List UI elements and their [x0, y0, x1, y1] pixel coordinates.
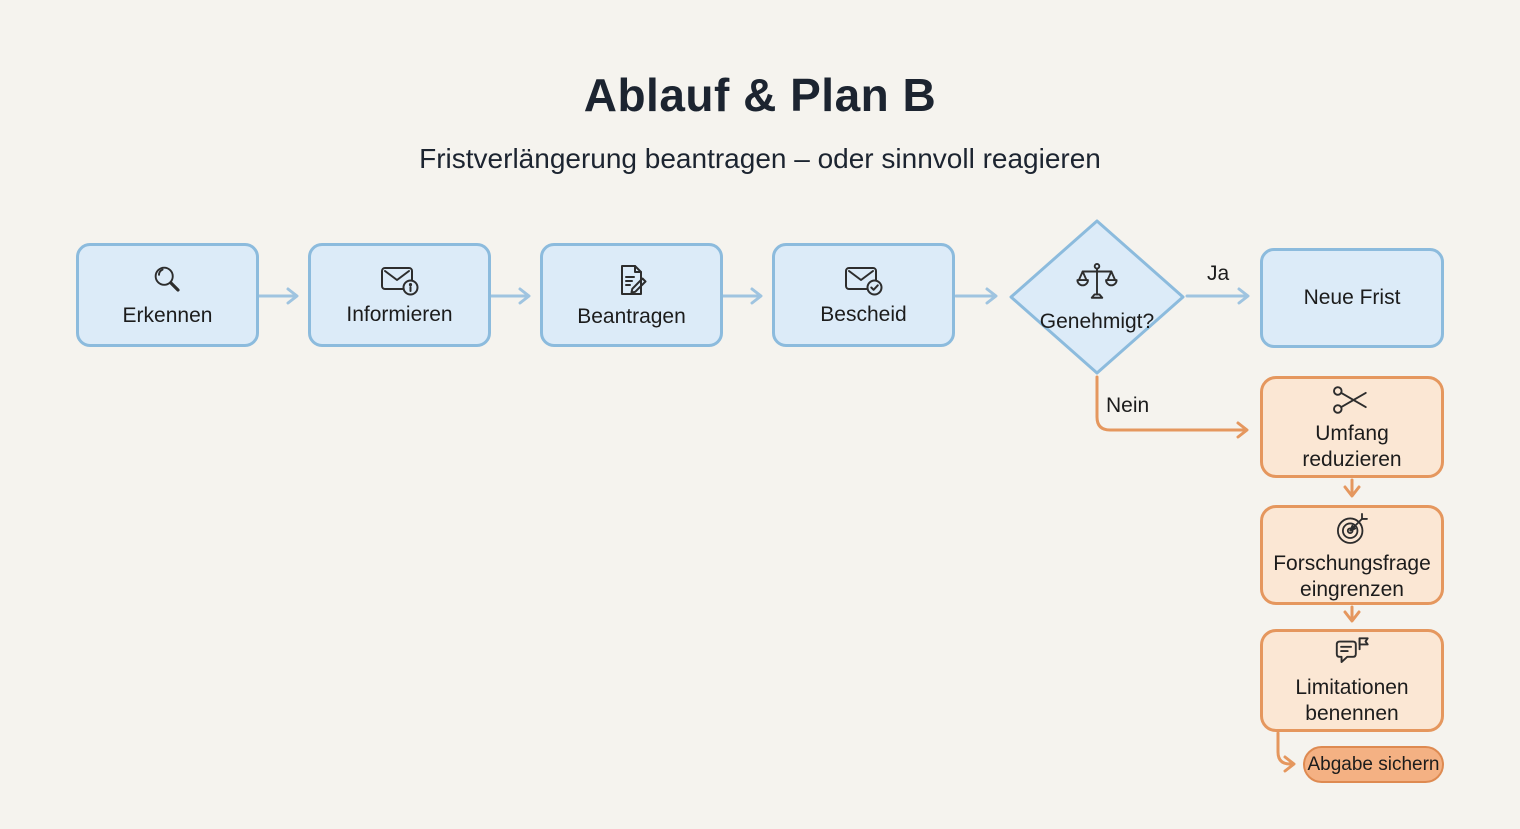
node-limitationen-benennen: Limitationen benennen — [1260, 629, 1444, 732]
document-edit-icon — [612, 261, 652, 301]
edge-umfang-forschungsfrage — [1343, 478, 1361, 498]
decision-label: Genehmigt? — [1039, 309, 1155, 333]
node-label: Forschungsfrage eingrenzen — [1273, 551, 1431, 601]
node-forschungsfrage-eingrenzen: Forschungsfrage eingrenzen — [1260, 505, 1444, 605]
edge-ja — [1185, 287, 1250, 305]
node-erkennen: Erkennen — [76, 243, 259, 347]
edge-label-nein: Nein — [1106, 394, 1150, 417]
scissors-icon — [1331, 382, 1373, 418]
node-neue-frist: Neue Frist — [1260, 248, 1444, 348]
node-label: Neue Frist — [1303, 286, 1401, 310]
target-icon — [1332, 508, 1372, 548]
node-label: Informieren — [346, 302, 453, 326]
mail-check-icon — [842, 263, 886, 299]
node-umfang-reduzieren: Umfang reduzieren — [1260, 376, 1444, 478]
mail-info-icon — [378, 263, 422, 299]
edge-erkennen-informieren — [257, 287, 299, 305]
edge-informieren-beantragen — [489, 287, 531, 305]
edge-label-ja: Ja — [1207, 262, 1230, 285]
node-label: Beantragen — [577, 304, 686, 328]
node-label: Limitationen benennen — [1295, 676, 1409, 725]
page-subtitle: Fristverlängerung beantragen – oder sinn… — [419, 143, 1101, 174]
node-informieren: Informieren — [308, 243, 491, 347]
node-bescheid: Bescheid — [772, 243, 955, 347]
node-label: Erkennen — [122, 303, 213, 327]
node-beantragen: Beantragen — [540, 243, 723, 347]
page-title: Ablauf & Plan B — [583, 69, 937, 121]
message-flag-icon — [1331, 634, 1373, 672]
scales-icon — [1074, 261, 1120, 308]
edge-forschungsfrage-limitationen — [1343, 605, 1361, 623]
edge-limitationen-abgabe — [1276, 731, 1296, 773]
node-label: Umfang reduzieren — [1302, 421, 1402, 471]
badge-abgabe-sichern: Abgabe sichern — [1303, 746, 1444, 783]
search-icon — [149, 262, 187, 300]
decision-genehmigt: Genehmigt? — [1008, 218, 1186, 376]
node-label: Bescheid — [820, 302, 907, 326]
edge-beantragen-bescheid — [721, 287, 763, 305]
edge-bescheid-genehmigt — [954, 287, 998, 305]
